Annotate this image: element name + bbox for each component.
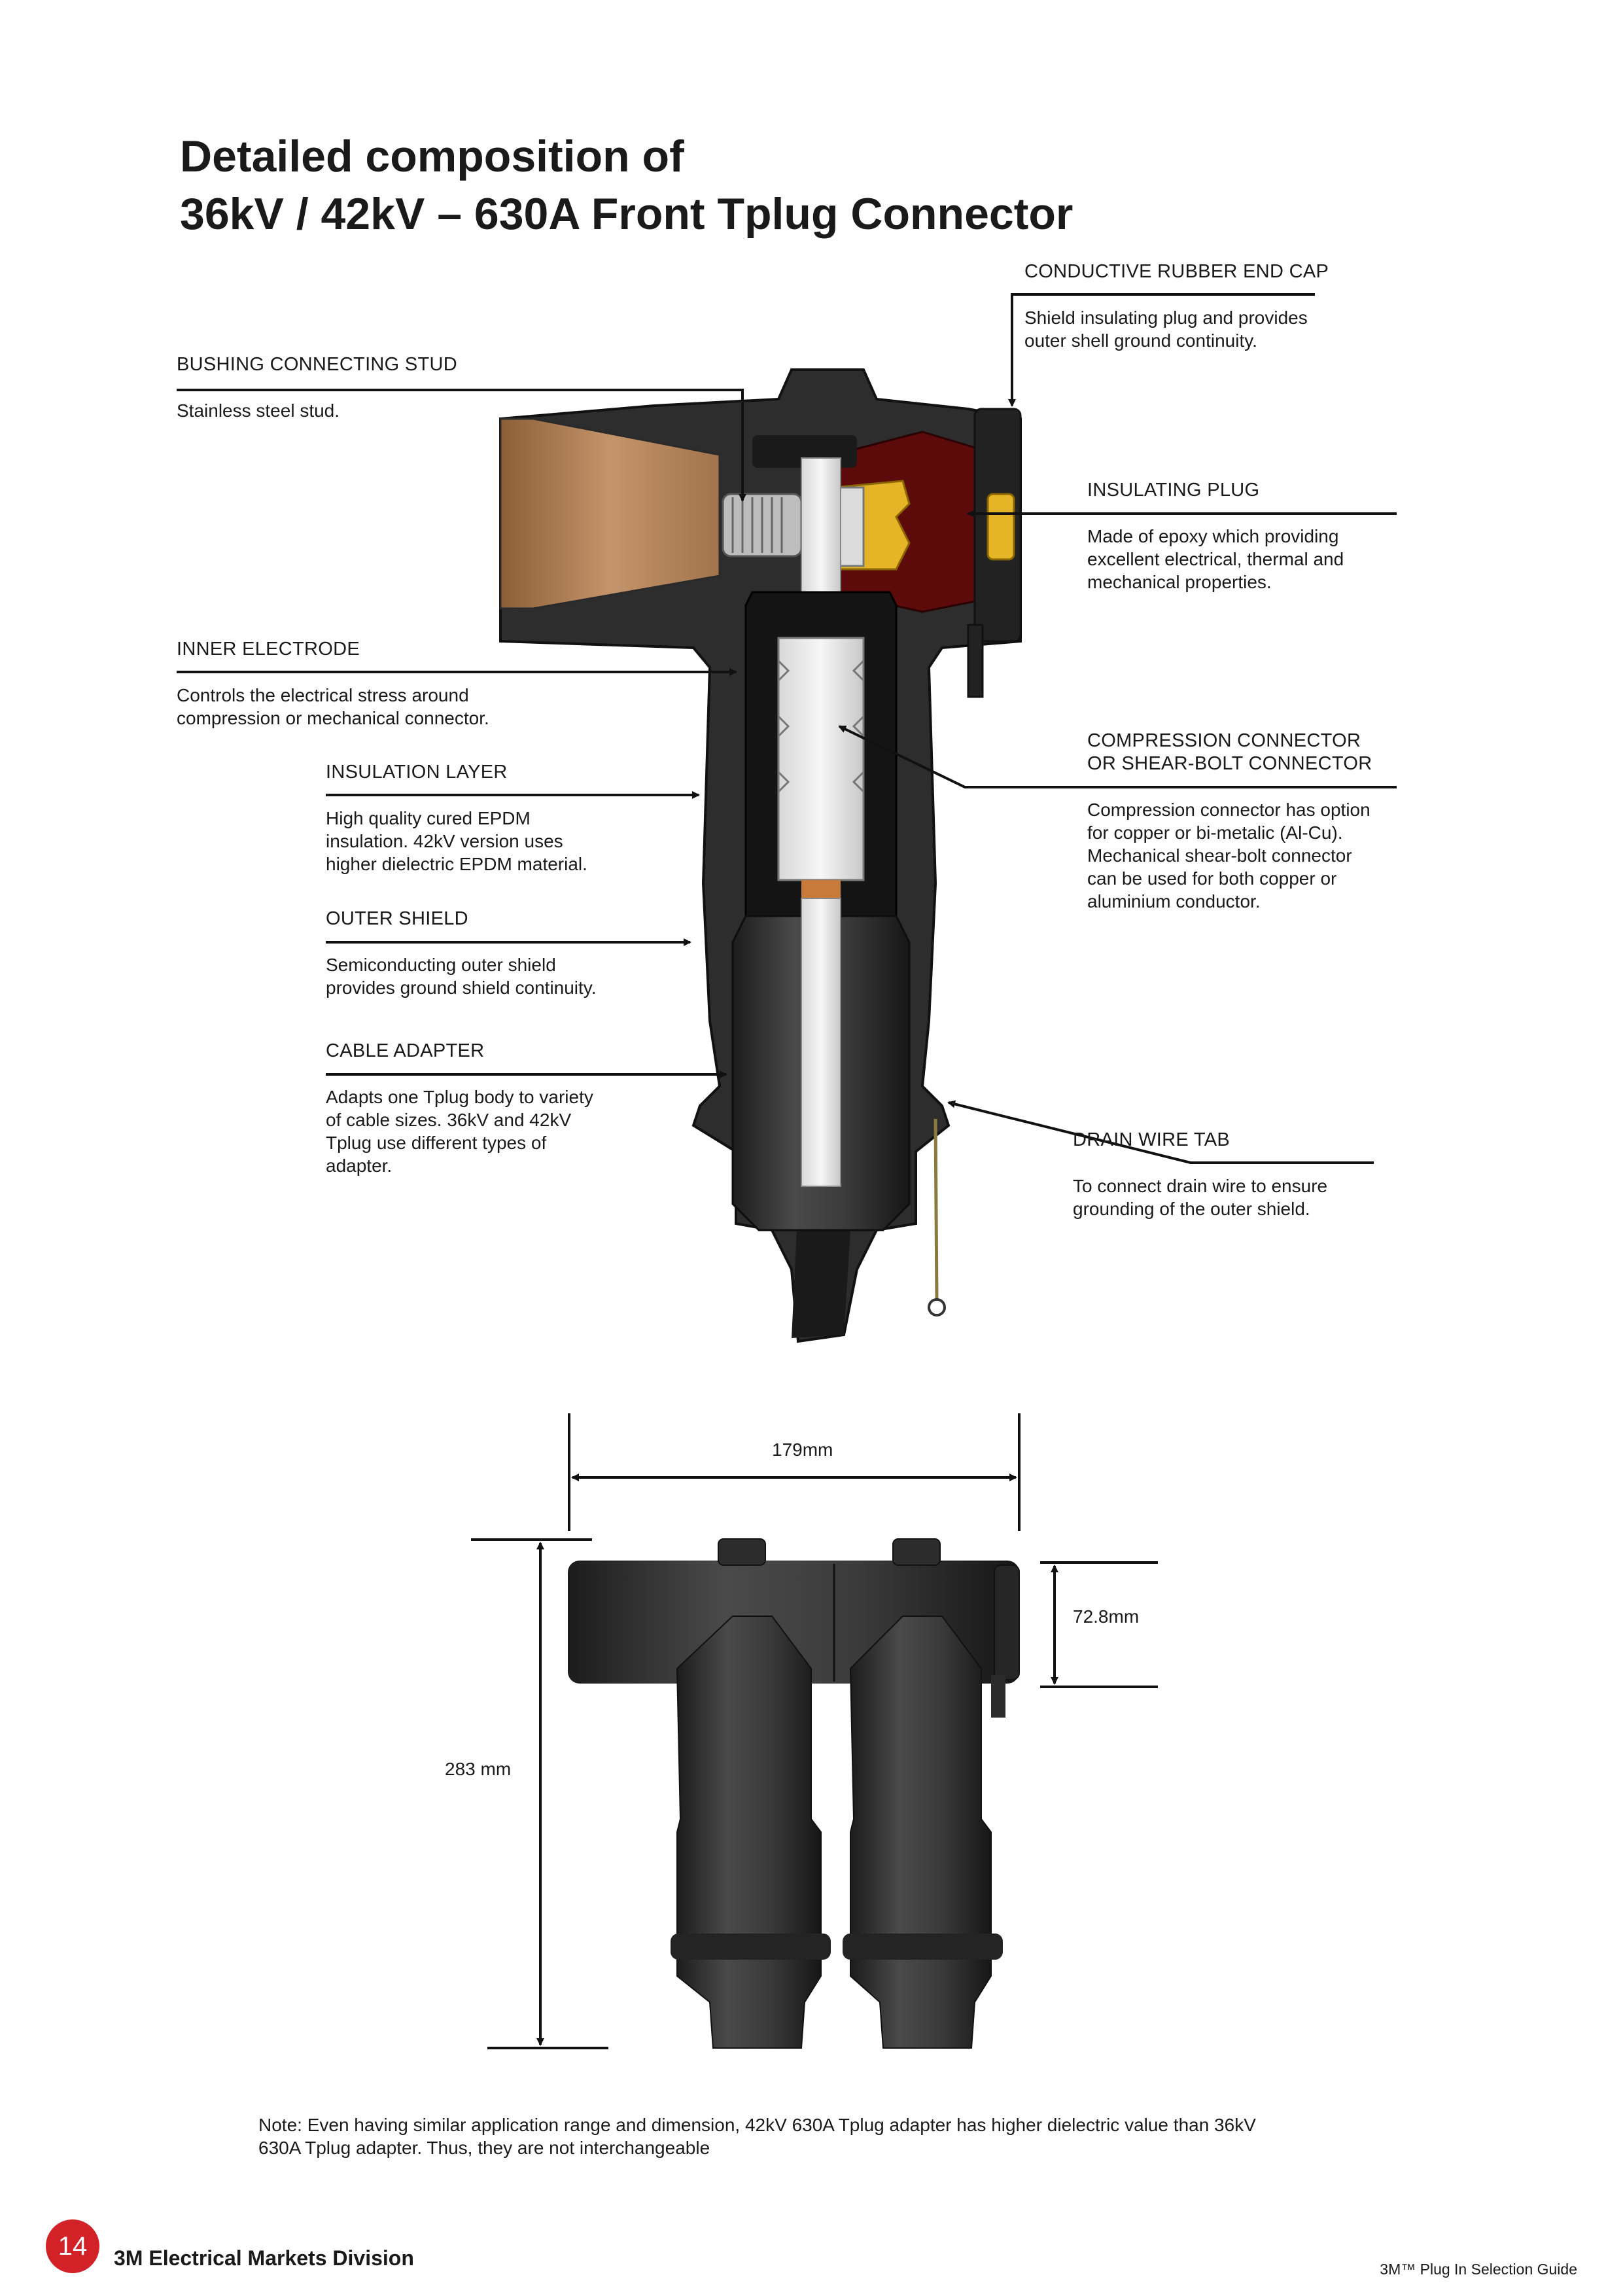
desc-drain-wire-tab: To connect drain wire to ensure groundin… <box>1073 1174 1327 1220</box>
label-outer-shield: OUTER SHIELD <box>326 908 468 929</box>
desc-insulation-layer: High quality cured EPDM insulation. 42kV… <box>326 807 587 875</box>
desc-line: provides ground shield continuity. <box>326 978 597 998</box>
bushing-well <box>499 417 721 610</box>
desc-line: excellent electrical, thermal and <box>1087 549 1344 569</box>
desc-line: for copper or bi-metalic (Al-Cu). <box>1087 822 1343 843</box>
desc-line: insulation. 42kV version uses <box>326 831 563 851</box>
desc-line: Stainless steel stud. <box>177 400 340 421</box>
desc-line: grounding of the outer shield. <box>1073 1199 1310 1219</box>
label-inner-electrode: INNER ELECTRODE <box>177 639 360 660</box>
desc-line: Semiconducting outer shield <box>326 955 556 975</box>
desc-line: aluminium conductor. <box>1087 891 1261 911</box>
dimension-bushing-height-label: 72.8mm <box>1073 1606 1140 1627</box>
note-line-2: 630A Tplug adapter. Thus, they are not i… <box>258 2138 710 2158</box>
callout-lines <box>177 293 1397 1164</box>
tplug-body-2 <box>849 1616 992 2049</box>
dimension-drawing <box>471 1413 1158 2049</box>
drain-wire <box>934 1118 939 1299</box>
page-number-badge: 14 <box>46 2219 99 2273</box>
desc-line: Made of epoxy which providing <box>1087 526 1339 546</box>
footer-division: 3M Electrical Markets Division <box>114 2246 414 2270</box>
footer-guide-title: 3M™ Plug In Selection Guide <box>1380 2261 1577 2278</box>
cable-core <box>801 898 841 1187</box>
label-bushing-stud: BUSHING CONNECTING STUD <box>177 354 458 375</box>
desc-line: Mechanical shear-bolt connector <box>1087 845 1352 866</box>
label-conductive-end-cap: CONDUCTIVE RUBBER END CAP <box>1024 261 1329 282</box>
desc-line: adapter. <box>326 1156 393 1176</box>
compression-connector <box>777 637 865 881</box>
end-cap-tab <box>967 624 984 698</box>
label-insulation-layer: INSULATION LAYER <box>326 762 508 783</box>
tplug-body-1 <box>676 1616 822 2049</box>
desc-line: can be used for both copper or <box>1087 868 1337 889</box>
desc-insulating-plug: Made of epoxy which providing excellent … <box>1087 525 1344 593</box>
title-line-2: 36kV / 42kV – 630A Front Tplug Connector <box>180 189 1073 239</box>
drain-wire-ring <box>928 1298 946 1316</box>
desc-line: Shield insulating plug and provides <box>1024 308 1308 328</box>
dimension-width-label: 179mm <box>772 1439 833 1460</box>
stud-threads <box>722 493 803 557</box>
desc-cable-adapter: Adapts one Tplug body to variety of cabl… <box>326 1086 593 1177</box>
desc-conductive-end-cap: Shield insulating plug and provides oute… <box>1024 306 1308 352</box>
cable <box>792 1230 850 1338</box>
brass-insert <box>986 493 1015 561</box>
note-line-1: Note: Even having similar application ra… <box>258 2115 1256 2135</box>
desc-outer-shield: Semiconducting outer shield provides gro… <box>326 953 597 999</box>
desc-line: Adapts one Tplug body to variety <box>326 1087 593 1107</box>
desc-line: Controls the electrical stress around <box>177 685 469 705</box>
desc-line: compression or mechanical connector. <box>177 708 489 728</box>
label-drain-wire-tab: DRAIN WIRE TAB <box>1073 1129 1230 1150</box>
label-line: COMPRESSION CONNECTOR <box>1087 730 1361 751</box>
top-cap-1 <box>718 1538 766 1566</box>
dimension-overall-height-label: 283 mm <box>445 1759 512 1779</box>
copper-band <box>801 880 841 898</box>
desc-line: Tplug use different types of <box>326 1133 547 1153</box>
desc-line: Compression connector has option <box>1087 800 1370 820</box>
desc-bushing-stud: Stainless steel stud. <box>177 399 340 422</box>
label-insulating-plug: INSULATING PLUG <box>1087 480 1260 501</box>
desc-line: mechanical properties. <box>1087 572 1272 592</box>
footnote: Note: Even having similar application ra… <box>258 2113 1370 2159</box>
desc-line: High quality cured EPDM <box>326 808 531 828</box>
connector-cross-section <box>499 368 1022 1343</box>
desc-inner-electrode: Controls the electrical stress around co… <box>177 684 489 730</box>
desc-line: higher dielectric EPDM material. <box>326 854 587 874</box>
desc-line: of cable sizes. 36kV and 42kV <box>326 1110 572 1130</box>
page-title: Detailed composition of 36kV / 42kV – 63… <box>180 128 1073 243</box>
label-compression-connector: COMPRESSION CONNECTOR OR SHEAR-BOLT CONN… <box>1087 730 1372 775</box>
title-line-1: Detailed composition of <box>180 132 684 181</box>
desc-compression-connector: Compression connector has option for cop… <box>1087 798 1370 913</box>
label-line: OR SHEAR-BOLT CONNECTOR <box>1087 753 1372 774</box>
desc-line: To connect drain wire to ensure <box>1073 1176 1328 1196</box>
label-cable-adapter: CABLE ADAPTER <box>326 1040 485 1061</box>
top-cap-2 <box>892 1538 941 1566</box>
desc-line: outer shell ground continuity. <box>1024 330 1257 351</box>
